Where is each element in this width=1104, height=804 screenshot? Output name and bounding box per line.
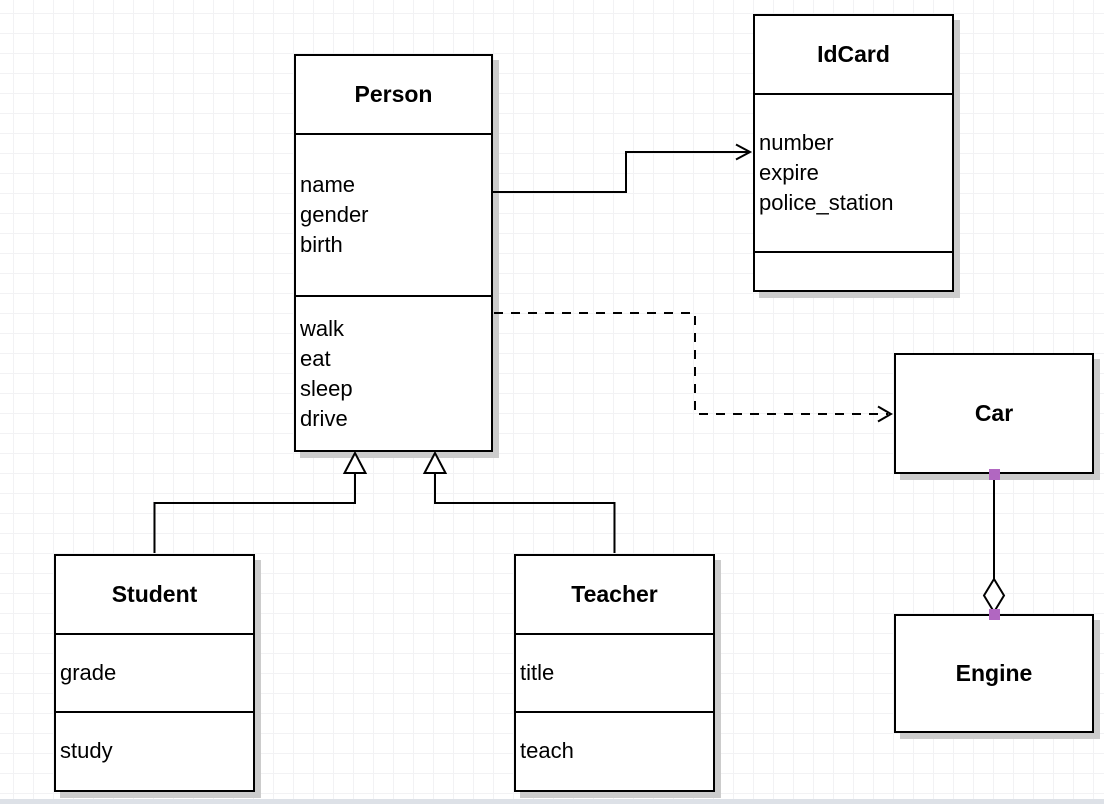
class-student-title: Student bbox=[111, 581, 198, 607]
open-arrowhead-icon bbox=[877, 405, 894, 423]
open-arrowhead-icon bbox=[735, 143, 753, 161]
association-person-idcard[interactable] bbox=[493, 143, 753, 193]
attribute-row: birth bbox=[300, 232, 343, 257]
generalization-student-person[interactable] bbox=[153, 450, 368, 553]
aggregation-car-engine[interactable] bbox=[982, 469, 1006, 620]
connection-point-handle[interactable] bbox=[989, 469, 1000, 480]
attribute-row: expire bbox=[759, 160, 819, 185]
class-engine[interactable]: Engine bbox=[894, 614, 1094, 733]
attribute-row: grade bbox=[60, 660, 117, 685]
method-row: drive bbox=[300, 405, 348, 431]
class-idcard[interactable]: IdCard number expire police_station bbox=[753, 14, 954, 292]
class-idcard-title: IdCard bbox=[817, 41, 890, 67]
attribute-row: police_station bbox=[759, 190, 894, 215]
class-person[interactable]: Person name gender birth walk eat sleep … bbox=[294, 54, 493, 452]
canvas-bottom-edge bbox=[0, 799, 1104, 804]
class-engine-title: Engine bbox=[955, 660, 1033, 686]
hollow-diamond-icon bbox=[982, 577, 1006, 614]
class-teacher-methods: teach bbox=[516, 711, 713, 788]
method-row: sleep bbox=[300, 375, 353, 401]
attribute-row: name bbox=[300, 172, 356, 197]
class-student-attributes: grade bbox=[56, 633, 253, 711]
dependency-person-car[interactable] bbox=[494, 312, 894, 423]
class-student-methods: study bbox=[56, 711, 253, 788]
attribute-row: number bbox=[759, 130, 834, 155]
method-row: walk bbox=[300, 315, 345, 341]
class-student[interactable]: Student grade study bbox=[54, 554, 255, 792]
class-teacher[interactable]: Teacher title teach bbox=[514, 554, 715, 792]
connection-point-handle[interactable] bbox=[989, 609, 1000, 620]
method-row: study bbox=[60, 737, 113, 763]
method-row: teach bbox=[520, 737, 574, 763]
class-car-title: Car bbox=[974, 400, 1014, 426]
class-person-attributes: name gender birth bbox=[296, 133, 491, 295]
class-car[interactable]: Car bbox=[894, 353, 1094, 474]
generalization-teacher-person[interactable] bbox=[422, 450, 616, 553]
method-row: eat bbox=[300, 345, 331, 371]
class-teacher-title: Teacher bbox=[571, 581, 658, 607]
hollow-triangle-icon bbox=[422, 450, 448, 474]
class-idcard-attributes: number expire police_station bbox=[755, 93, 952, 251]
attribute-row: title bbox=[520, 660, 555, 685]
class-person-methods: walk eat sleep drive bbox=[296, 295, 491, 450]
class-teacher-attributes: title bbox=[516, 633, 713, 711]
class-idcard-methods bbox=[755, 251, 952, 290]
attribute-row: gender bbox=[300, 202, 369, 227]
hollow-triangle-icon bbox=[342, 450, 368, 474]
class-person-title: Person bbox=[354, 81, 433, 107]
